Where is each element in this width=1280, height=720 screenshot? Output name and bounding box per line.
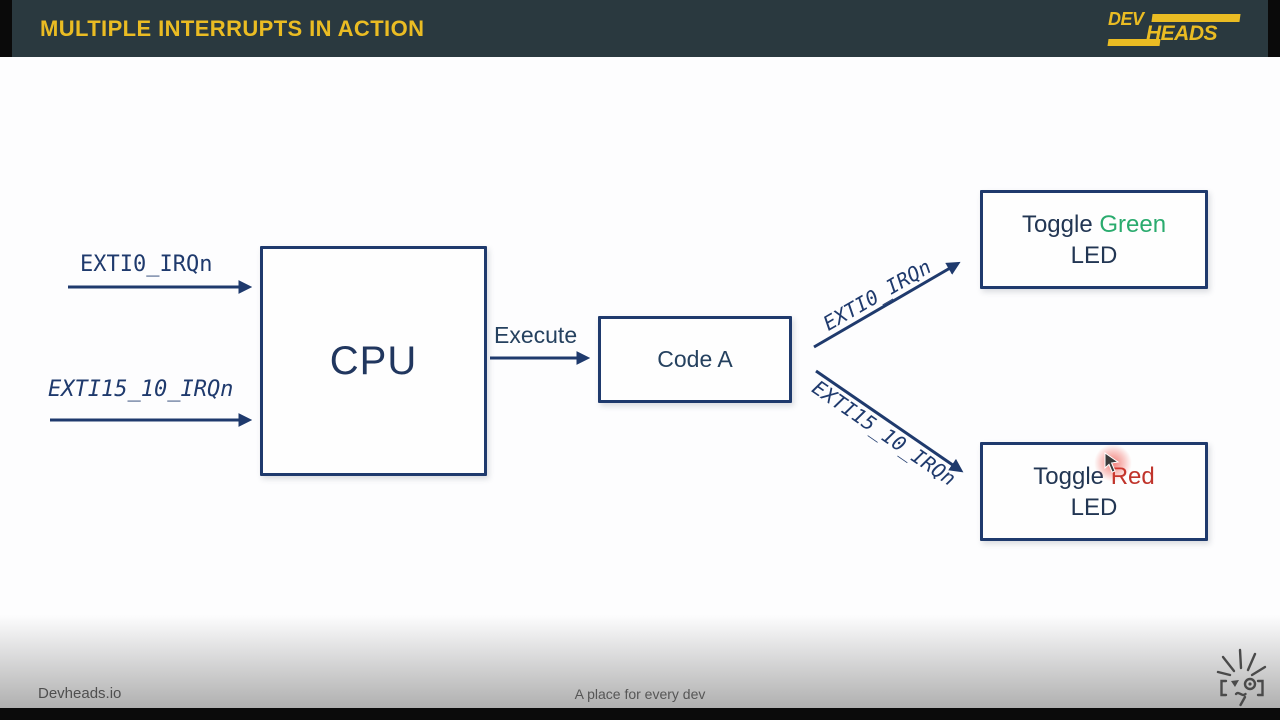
green-box-prefix: Toggle <box>1021 210 1093 238</box>
label-exti15-10-irqn: EXTI15_10_IRQn <box>48 377 234 402</box>
code-a-label: Code A <box>657 346 733 372</box>
header-bar: MULTIPLE INTERRUPTS IN ACTION DEV HEADS <box>0 0 1280 57</box>
green-box-colored-word: Green <box>1099 210 1167 238</box>
slide-title: MULTIPLE INTERRUPTS IN ACTION <box>40 16 425 41</box>
red-box-line1: Toggle Red <box>1033 461 1154 492</box>
green-box-line1: Toggle Green <box>1022 209 1166 240</box>
devheads-mascot-icon <box>1216 648 1267 712</box>
bottom-black-bar <box>0 708 1280 720</box>
footer-tagline: A place for every dev <box>574 686 706 702</box>
logo-bar-bottom <box>1107 39 1161 46</box>
label-branch-exti0: EXTI0_IRQn <box>818 254 936 336</box>
red-box-prefix: Toggle <box>1033 462 1105 490</box>
red-box-line2: LED <box>1070 493 1118 521</box>
cpu-box: CPU <box>260 246 487 476</box>
cpu-label: CPU <box>329 338 418 383</box>
footer-site-label: Devheads.io <box>38 685 122 702</box>
logo-bar-top <box>1151 14 1241 22</box>
logo-text-dev: DEV <box>1108 9 1144 29</box>
devheads-logo: DEV HEADS <box>1102 8 1250 50</box>
execute-label: Execute <box>494 322 578 348</box>
label-exti0-irqn: EXTI0_IRQn <box>80 252 213 277</box>
header-edge-left <box>0 0 12 57</box>
toggle-green-led-box: Toggle Green LED <box>980 190 1208 289</box>
toggle-red-led-box: Toggle Red LED <box>980 442 1208 541</box>
logo-text-heads: HEADS <box>1146 22 1218 45</box>
green-box-line2: LED <box>1070 241 1118 269</box>
red-box-colored-word: Red <box>1110 462 1155 490</box>
header-edge-right <box>1268 0 1280 57</box>
code-a-box: Code A <box>598 316 792 403</box>
label-branch-exti15-10: EXTI15_10_IRQn <box>807 375 961 491</box>
